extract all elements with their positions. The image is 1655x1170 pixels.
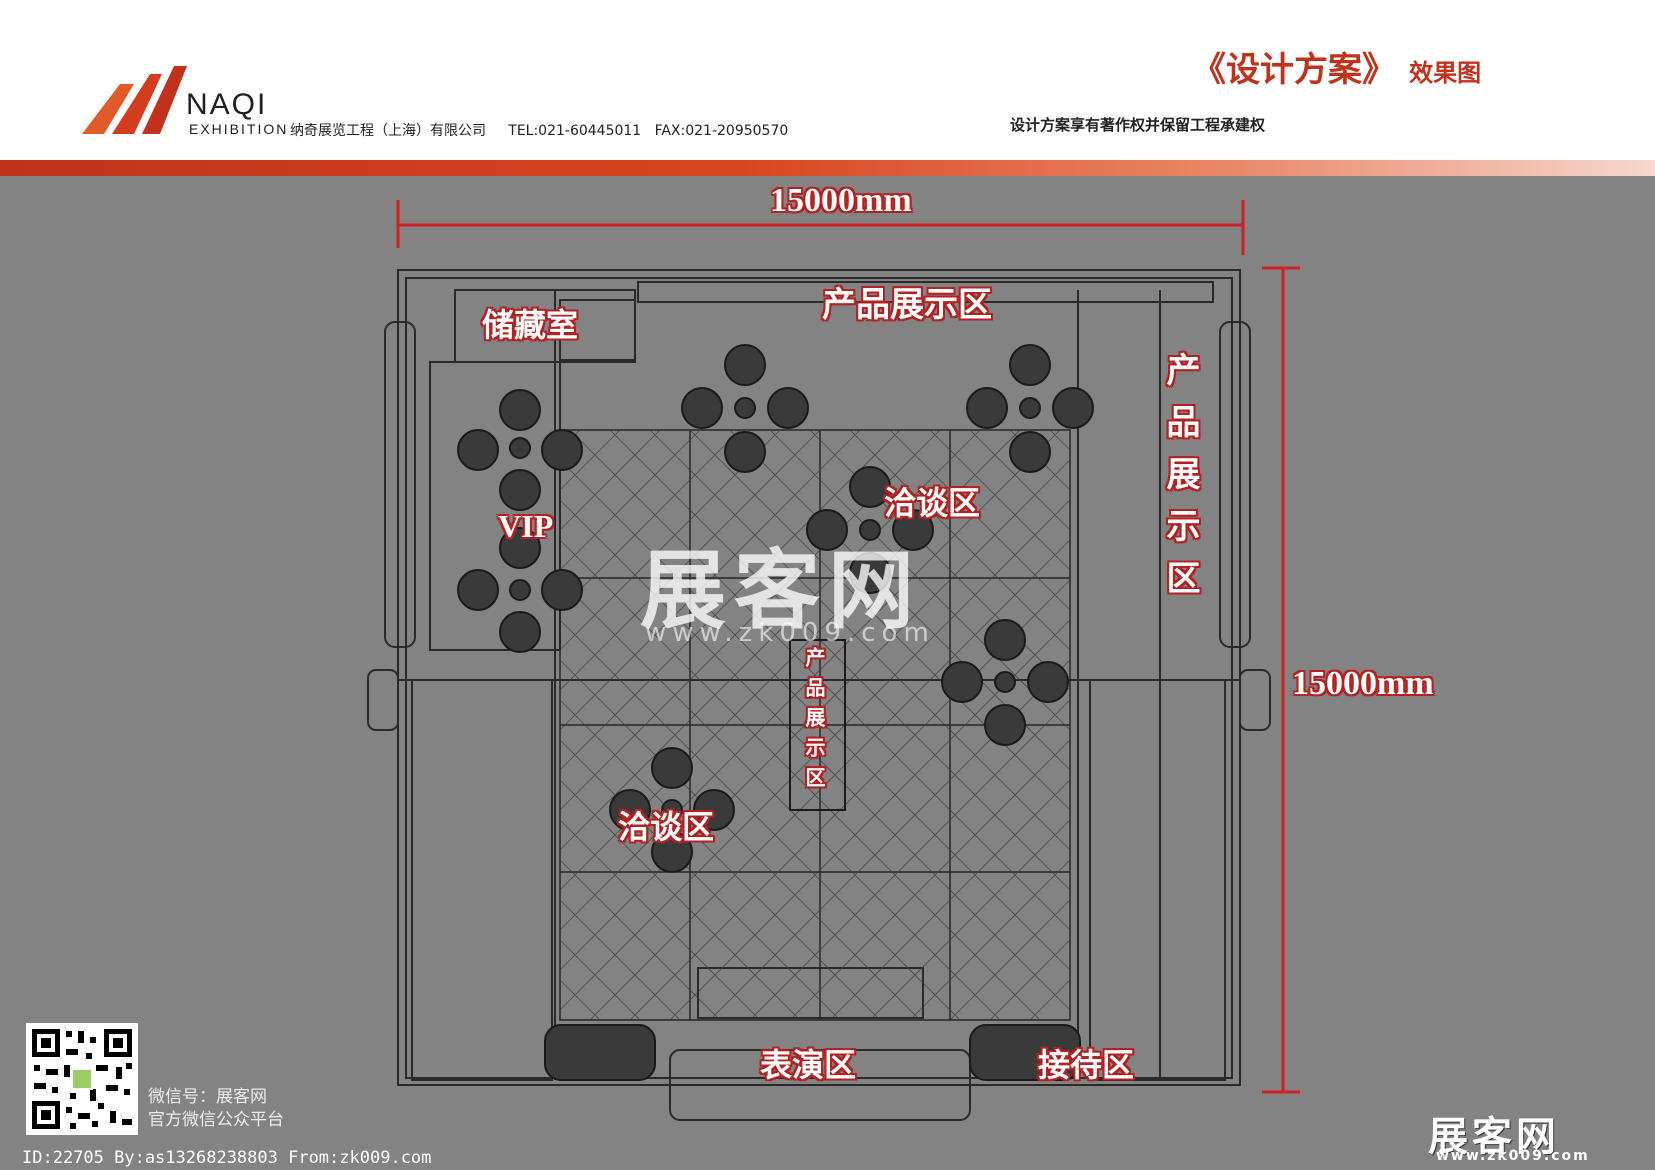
wechat-line-1: 微信号：展客网 xyxy=(148,1087,267,1107)
table-group-top-left xyxy=(681,344,809,473)
height-dimension-label: 15000mm xyxy=(1292,665,1434,702)
wechat-caption: 微信号：展客网 官方微信公众平台 xyxy=(148,1086,284,1132)
width-dimension-label: 15000mm xyxy=(770,182,912,219)
table-group-vip-lower xyxy=(457,527,583,653)
naqi-logo-icon xyxy=(82,66,187,134)
dimension-lines xyxy=(396,200,1300,1094)
table-group-top-right xyxy=(966,344,1094,473)
table-group-vip-upper xyxy=(457,389,583,511)
corner-logo: 展客网 xyxy=(1428,1113,1560,1160)
corner-url: www.zk009.com xyxy=(1436,1148,1590,1164)
brand-subtitle: EXHIBITION xyxy=(189,121,289,137)
header: NAQI EXHIBITION 纳奇展览工程（上海）有限公司 TEL:021-6… xyxy=(0,0,1655,162)
zone-label-negotiation-upper: 洽谈区 xyxy=(884,484,981,522)
zone-label-reception: 接待区 xyxy=(1038,1046,1135,1084)
document-title: 《设计方案》 效果图 xyxy=(1192,42,1481,91)
title-main: 《设计方案》 xyxy=(1192,50,1396,90)
zone-label-storage: 储藏室 xyxy=(482,306,579,344)
header-accent-bar xyxy=(0,160,1655,176)
company-tel: TEL:021-60445011 xyxy=(508,123,642,139)
table-seating-groups xyxy=(457,344,1094,873)
footer-id-line: ID:22705 By:as13268238803 From:zk009.com xyxy=(22,1148,432,1168)
table-group-lower-left xyxy=(609,747,735,873)
company-contact-line: 纳奇展览工程（上海）有限公司 TEL:021-60445011 FAX:021-… xyxy=(290,120,788,140)
qr-code-icon xyxy=(26,1023,138,1135)
watermark-logo: 展客网 xyxy=(640,540,922,641)
zone-label-negotiation-lower: 洽谈区 xyxy=(618,808,715,846)
copyright-note: 设计方案享有著作权并保留工程承建权 xyxy=(1010,116,1266,134)
brand-name: NAQI xyxy=(186,88,268,121)
company-name: 纳奇展览工程（上海）有限公司 xyxy=(290,123,486,139)
zone-label-product-center: 产品展示区 xyxy=(802,647,826,797)
table-group-right-middle xyxy=(941,619,1069,746)
center-display-stand xyxy=(789,639,846,811)
company-fax: FAX:021-20950570 xyxy=(654,123,789,139)
table-group-center xyxy=(806,466,934,594)
reception-counters xyxy=(544,1024,1081,1081)
zone-label-vip: VIP xyxy=(498,508,554,544)
title-sub: 效果图 xyxy=(1409,59,1482,87)
wechat-line-2: 官方微信公众平台 xyxy=(148,1110,284,1130)
zone-label-product-right: 产品展示区 xyxy=(1160,352,1200,612)
zone-label-performance: 表演区 xyxy=(760,1046,857,1084)
zone-label-product-top: 产品展示区 xyxy=(822,285,992,325)
watermark-url: www.zk009.com xyxy=(645,618,935,648)
